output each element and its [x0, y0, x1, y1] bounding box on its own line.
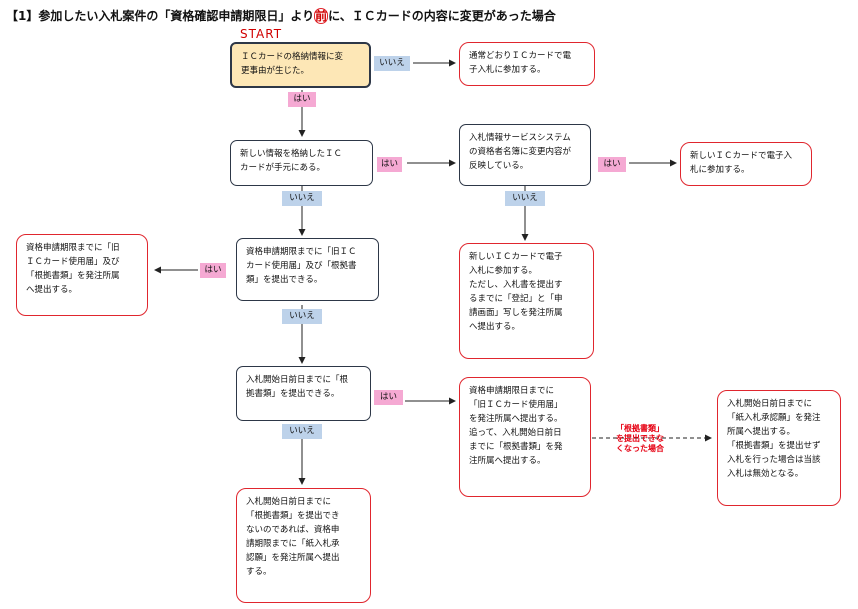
label-yes-system: はい — [598, 157, 626, 172]
label-no-q1: いいえ — [374, 56, 410, 71]
label-yes-q3: はい — [200, 263, 226, 278]
label-no-q3: いいえ — [282, 309, 322, 324]
label-yes-q4: はい — [374, 390, 403, 405]
question-card-changed: ＩＣカードの格納情報に変 更事由が生じた。 — [230, 42, 371, 88]
heading-suffix: に、ＩＣカードの内容に変更があった場合 — [328, 9, 556, 23]
result-submit-then-follow-up: 資格申請期限日までに 「旧ＩＣカード使用届」 を発注所属へ提出する。 追って、入… — [459, 377, 591, 497]
result-new-card-bid: 新しいＩＣカードで電子入 札に参加する。 — [680, 142, 812, 186]
label-no-system: いいえ — [505, 191, 545, 206]
heading-highlight: 前 — [314, 8, 329, 24]
label-yes-q1: はい — [288, 92, 316, 107]
question-submit-evidence: 入札開始日前日までに「根 拠書類」を提出できる。 — [236, 366, 371, 421]
evidence-unavailable-note: 「根拠書類」 を提出できな くなった場合 — [616, 424, 664, 453]
result-paper-bid-approval: 入札開始日前日までに 「紙入札承認願」を発注 所属へ提出する。 「根拠書類」を提… — [717, 390, 841, 506]
label-no-q2: いいえ — [282, 191, 322, 206]
label-yes-q2: はい — [377, 157, 402, 172]
question-submit-old-card-notice: 資格申請期限までに「旧ＩＣ カード使用届」及び「根拠書 類」を提出できる。 — [236, 238, 379, 301]
question-new-card-available: 新しい情報を格納したＩＣ カードが手元にある。 — [230, 140, 373, 186]
label-no-q4: いいえ — [282, 424, 322, 439]
result-normal-bid: 通常どおりＩＣカードで電 子入札に参加する。 — [459, 42, 595, 86]
result-paper-bid-request: 入札開始日前日までに 「根拠書類」を提出でき ないのであれば、資格申 請期限まで… — [236, 488, 371, 603]
start-label: START — [240, 27, 283, 41]
result-new-card-conditional: 新しいＩＣカードで電子 入札に参加する。 ただし、入札書を提出す るまでに「登記… — [459, 243, 594, 359]
page-heading: 【1】参加したい入札案件の「資格確認申請期限日」より前に、ＩＣカードの内容に変更… — [6, 7, 556, 24]
question-system-reflected: 入札情報サービスシステム の資格者名簿に変更内容が 反映している。 — [459, 124, 591, 186]
result-submit-old-card-notice: 資格申請期限までに「旧 ＩＣカード使用届」及び 「根拠書類」を発注所属 へ提出す… — [16, 234, 148, 316]
heading-prefix: 【1】参加したい入札案件の「資格確認申請期限日」より — [6, 9, 315, 23]
